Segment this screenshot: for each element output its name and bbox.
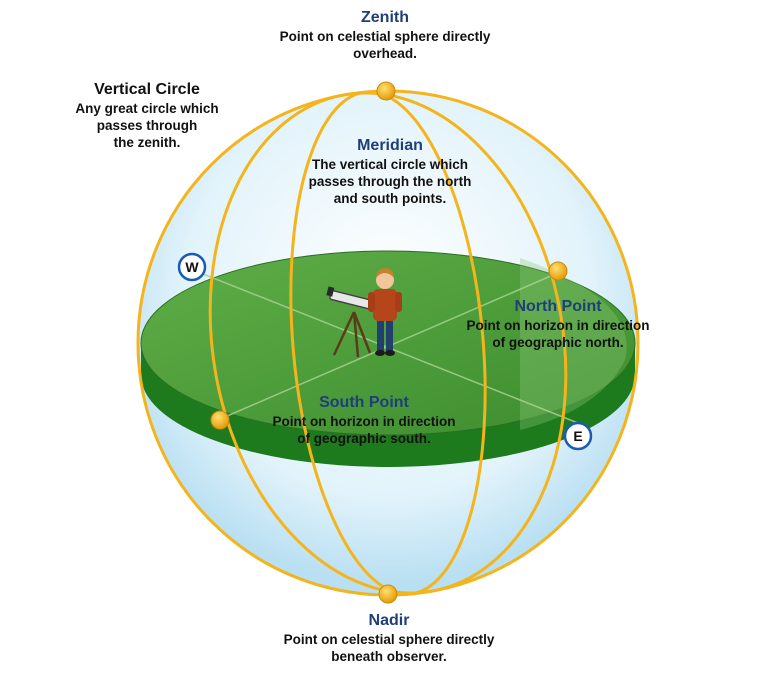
vertical-circle-desc-2: passes through [96,118,198,133]
meridian-circle [208,91,568,595]
north-point-desc-2: of geographic north. [492,335,624,350]
horizon-plane [140,250,636,467]
zenith-point [376,81,396,101]
meridian-desc-2: passes through the north [308,174,472,189]
zenith-label: Zenith Point on celestial sphere directl… [230,8,540,62]
nadir-desc-2: beneath observer. [331,649,447,664]
meridian-desc-1: The vertical circle which [311,157,469,172]
meridian-label: Meridian The vertical circle which passe… [270,136,510,207]
south-point-label: South Point Point on horizon in directio… [246,393,482,447]
east-compass-label: E [573,428,582,444]
south-point-desc-2: of geographic south. [297,431,431,446]
west-compass-label: W [185,259,199,275]
west-compass-marker: W [177,252,207,282]
nadir-label: Nadir Point on celestial sphere directly… [234,611,544,665]
vertical-circle [289,90,487,596]
east-compass-marker: E [563,421,593,451]
nadir-title: Nadir [368,612,410,629]
vertical-circle-desc-3: the zenith. [113,135,181,150]
vertical-circle-title: Vertical Circle [94,81,200,98]
south-point-desc-1: Point on horizon in direction [272,414,456,429]
zenith-desc-2: overhead. [353,46,417,61]
nadir-desc-1: Point on celestial sphere directly [283,632,495,647]
north-point-desc-1: Point on horizon in direction [466,318,650,333]
north-point [548,261,568,281]
north-point-label: North Point Point on horizon in directio… [440,297,676,351]
zenith-title: Zenith [361,9,409,26]
vertical-circle-label: Vertical Circle Any great circle which p… [52,80,242,151]
vertical-circle-desc-1: Any great circle which [75,101,219,116]
horizon-plane-highlight [520,258,627,430]
nadir-point [378,584,398,604]
north-point-title: North Point [514,298,602,315]
telescope-icon [326,286,379,358]
meridian-title: Meridian [357,137,423,154]
person-icon [368,268,402,356]
south-point-title: South Point [319,394,409,411]
zenith-desc-1: Point on celestial sphere directly [279,29,491,44]
south-point [210,410,230,430]
meridian-desc-3: and south points. [333,191,447,206]
